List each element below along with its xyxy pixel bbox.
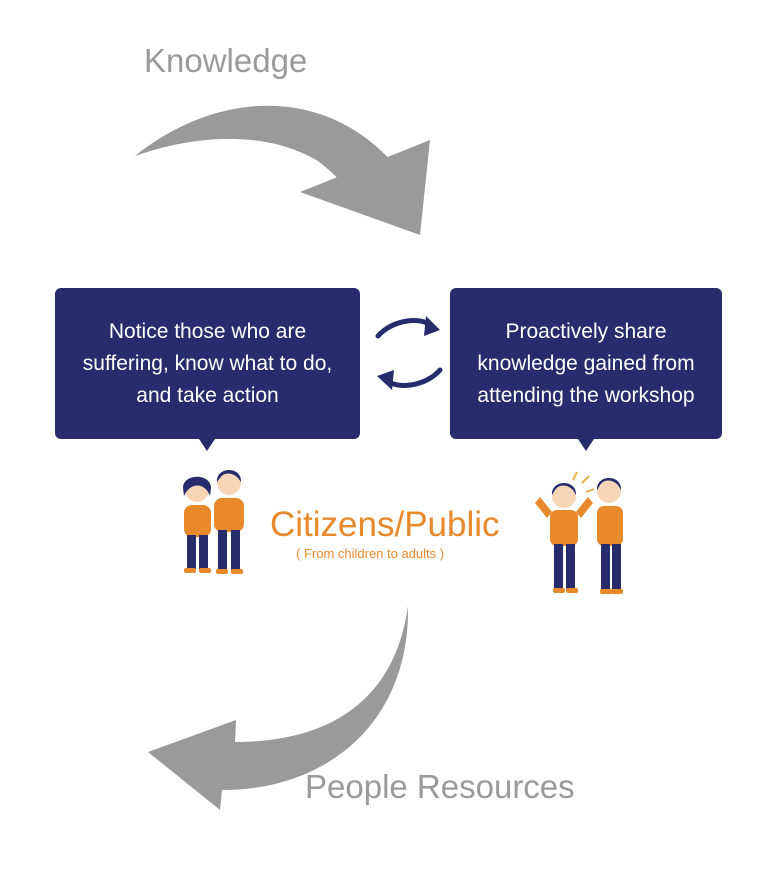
knowledge-label: Knowledge bbox=[144, 42, 308, 79]
curved-arrow-left-down-icon bbox=[148, 606, 409, 810]
action-speech-bubble: Notice those who are suffering, know wha… bbox=[55, 288, 360, 451]
curved-arrow-right-down-icon bbox=[135, 105, 430, 235]
people-resources-label: People Resources bbox=[305, 768, 575, 805]
action-bubble-text: Notice those who are suffering, know wha… bbox=[65, 316, 350, 412]
citizens-public-title: Citizens/Public bbox=[270, 505, 500, 544]
share-bubble-text: Proactively share knowledge gained from … bbox=[460, 316, 712, 412]
share-speech-bubble: Proactively share knowledge gained from … bbox=[450, 288, 722, 451]
citizens-public-subtitle: ( From children to adults ) bbox=[296, 546, 445, 561]
two-people-cheering-icon bbox=[535, 471, 623, 594]
two-people-comforting-icon bbox=[183, 470, 244, 574]
circular-swap-icon bbox=[375, 316, 443, 390]
share-bubble-line-3: attending the workshop bbox=[477, 383, 695, 407]
share-bubble-line-2: knowledge gained from bbox=[477, 351, 695, 375]
action-bubble-line-2: suffering, know what to do, bbox=[82, 351, 333, 375]
share-bubble-line-1: Proactively share bbox=[505, 319, 667, 343]
action-bubble-line-1: Notice those who are bbox=[108, 319, 307, 343]
action-bubble-line-3: and take action bbox=[136, 383, 279, 407]
